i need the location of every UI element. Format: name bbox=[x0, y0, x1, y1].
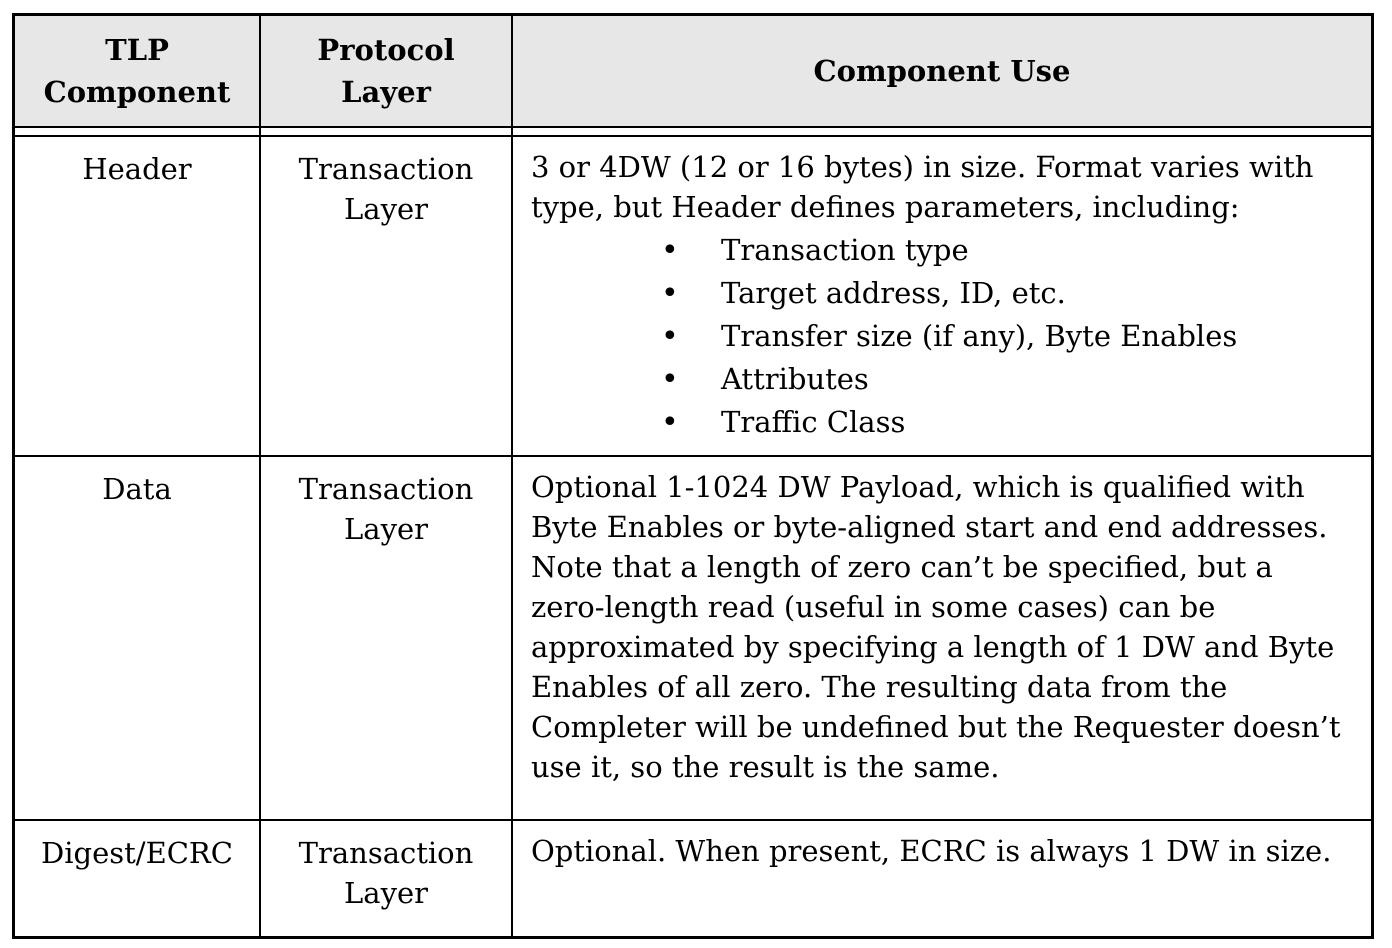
bullet-icon bbox=[661, 315, 721, 358]
spacer-cell bbox=[511, 128, 1371, 135]
tlp-components-table: TLP Component Protocol Layer Component U… bbox=[12, 13, 1374, 939]
use-paragraph: Optional. When present, ECRC is always 1… bbox=[531, 834, 1332, 868]
bullet-item: Traffic Class bbox=[531, 401, 1349, 444]
bullet-icon bbox=[661, 358, 721, 401]
cell-component-use: 3 or 4DW (12 or 16 bytes) in size. Forma… bbox=[511, 137, 1371, 455]
bullet-list: Transaction type Target address, ID, etc… bbox=[531, 229, 1349, 444]
bullet-item: Attributes bbox=[531, 358, 1349, 401]
use-paragraph: Optional 1-1024 DW Payload, which is qua… bbox=[531, 470, 1341, 784]
table-row-digest-component: Digest/ECRC Transaction Layer Optional. … bbox=[15, 821, 1371, 936]
bullet-text: Traffic Class bbox=[721, 405, 906, 439]
table-row-data-component: Data Transaction Layer Optional 1-1024 D… bbox=[15, 457, 1371, 821]
column-header-tlp-component: TLP Component bbox=[43, 33, 231, 109]
bullet-text: Attributes bbox=[721, 362, 869, 396]
spacer-cell bbox=[15, 128, 259, 135]
cell-protocol-layer: Transaction Layer bbox=[259, 457, 511, 819]
cell-component: Data bbox=[102, 472, 172, 506]
bullet-text: Transfer size (if any), Byte Enables bbox=[721, 319, 1238, 353]
table-row-header-component: Header Transaction Layer 3 or 4DW (12 or… bbox=[15, 137, 1371, 457]
bullet-item: Transaction type bbox=[531, 229, 1349, 272]
bullet-icon bbox=[661, 272, 721, 315]
bullet-text: Target address, ID, etc. bbox=[721, 276, 1066, 310]
bullet-item: Target address, ID, etc. bbox=[531, 272, 1349, 315]
cell-component-use: Optional 1-1024 DW Payload, which is qua… bbox=[511, 457, 1371, 819]
double-rule-spacer bbox=[15, 128, 1371, 137]
bullet-text: Transaction type bbox=[721, 233, 969, 267]
cell-component-use: Optional. When present, ECRC is always 1… bbox=[511, 821, 1371, 936]
column-header-component-use: Component Use bbox=[511, 16, 1371, 126]
bullet-item: Transfer size (if any), Byte Enables bbox=[531, 315, 1349, 358]
cell-protocol-layer: Transaction Layer bbox=[259, 137, 511, 455]
bullet-icon bbox=[661, 401, 721, 444]
cell-component: Digest/ECRC bbox=[41, 836, 233, 870]
use-paragraph: 3 or 4DW (12 or 16 bytes) in size. Forma… bbox=[531, 150, 1314, 224]
bullet-icon bbox=[661, 229, 721, 272]
cell-component: Header bbox=[82, 152, 192, 186]
spacer-cell bbox=[259, 128, 511, 135]
column-header-protocol-layer: Protocol Layer bbox=[259, 16, 511, 126]
table-header-row: TLP Component Protocol Layer Component U… bbox=[15, 16, 1371, 128]
cell-protocol-layer: Transaction Layer bbox=[259, 821, 511, 936]
